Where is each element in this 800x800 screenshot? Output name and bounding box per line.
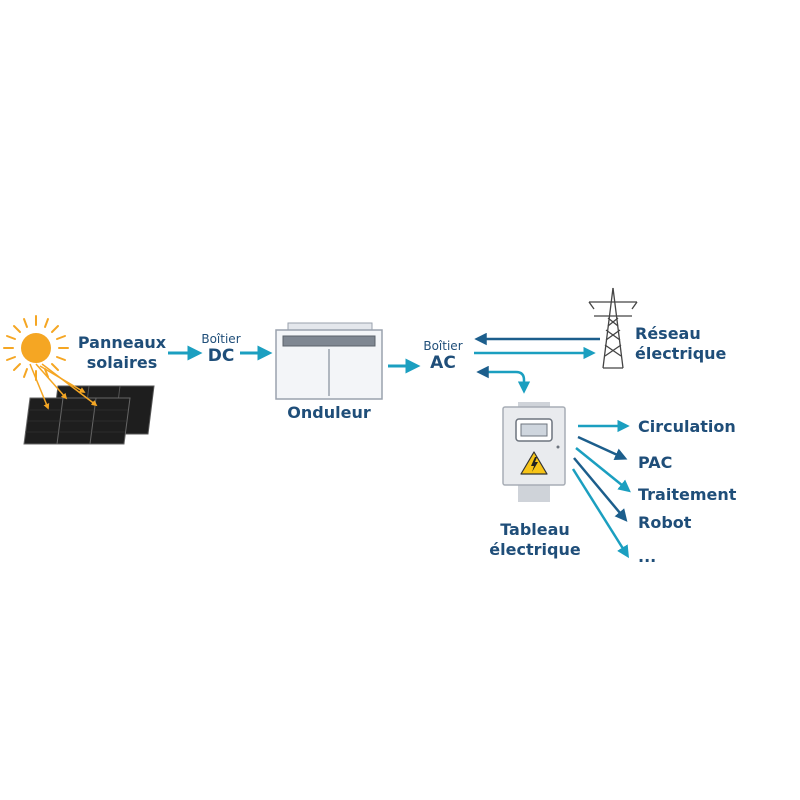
inverter-label: Onduleur xyxy=(287,403,371,422)
panels-label-line2: solaires xyxy=(86,353,158,372)
arrow-to-output-2 xyxy=(575,447,631,493)
arrow-ac-panel-bidirectional xyxy=(476,365,531,394)
ac-box-label-big: AC xyxy=(430,353,456,373)
output-label-circulation: Circulation xyxy=(638,417,736,436)
dc-box-label-small: Boîtier xyxy=(201,332,241,346)
output-label-pac: PAC xyxy=(638,453,673,472)
panels-label-line1: Panneaux xyxy=(77,333,167,352)
ac-box-label-small: Boîtier xyxy=(423,339,463,353)
panel-box-label-line1: Tableau xyxy=(500,520,570,539)
electrical-panel-icon xyxy=(502,402,566,502)
output-label-more: ... xyxy=(638,547,657,566)
ac-box-label: Boîtier AC xyxy=(420,339,466,373)
power-pylon-icon xyxy=(588,287,638,369)
arrow-to-output-3 xyxy=(573,457,628,522)
grid-label-line1: Réseau xyxy=(635,324,701,343)
dc-box-label: Boîtier DC xyxy=(199,332,243,366)
panel-box-label: Tableau électrique xyxy=(482,520,588,560)
output-label-traitement: Traitement xyxy=(638,485,737,504)
high-voltage-warning-icon xyxy=(520,451,548,475)
grid-label: Réseau électrique xyxy=(635,324,726,364)
grid-label-line2: électrique xyxy=(635,344,727,363)
arrow-to-output-4 xyxy=(571,468,629,559)
inverter-icon xyxy=(275,322,383,400)
panels-label: Panneaux solaires xyxy=(76,333,168,373)
dc-box-label-big: DC xyxy=(207,346,235,366)
output-label-robot: Robot xyxy=(638,513,692,532)
arrow-to-output-1 xyxy=(577,435,628,461)
panel-box-label-line2: électrique xyxy=(489,540,581,559)
solar-panels-icon xyxy=(23,363,155,445)
sun-icon xyxy=(3,315,69,381)
